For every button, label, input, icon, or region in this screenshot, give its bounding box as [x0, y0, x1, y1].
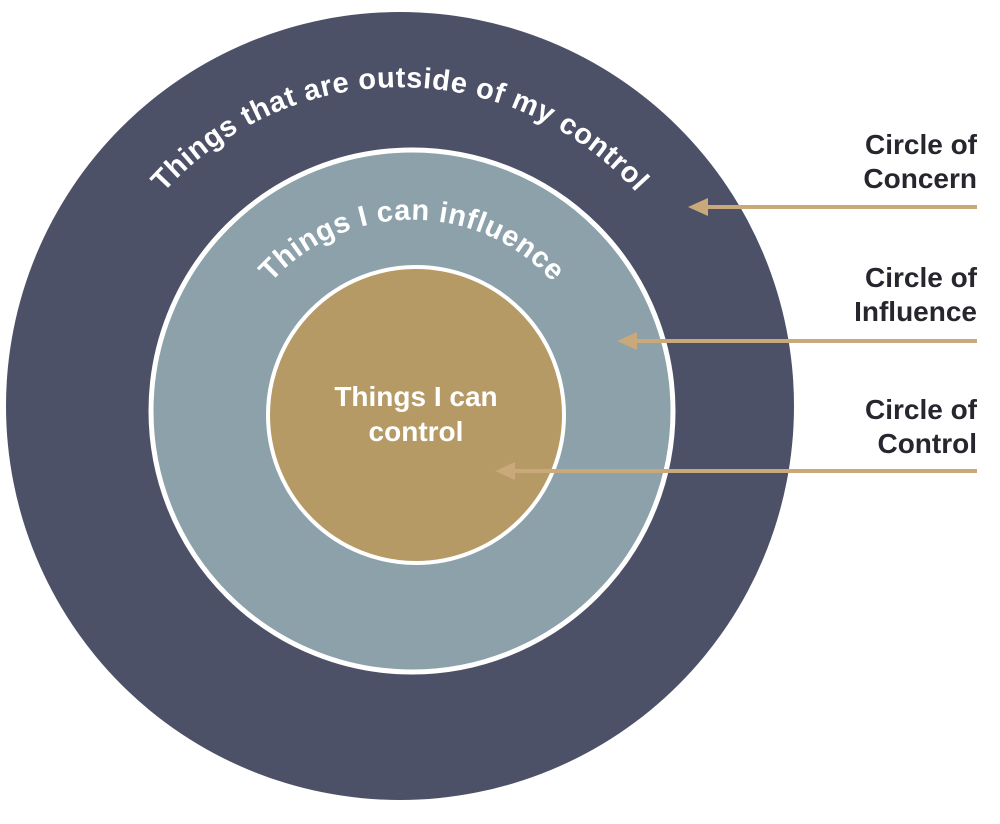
concern-arrowhead-icon [688, 198, 708, 216]
legend-item-circle-of-concern: Circle of Concern [863, 129, 977, 194]
influence-arrowhead-icon [617, 332, 637, 350]
concern-arrow [688, 198, 977, 216]
legend-item-circle-of-control: Circle of Control [864, 394, 977, 459]
legend-item-circle-of-influence: Circle of Influence [854, 262, 977, 327]
influence-arrow [617, 332, 977, 350]
circle-of-control-shape [266, 265, 566, 565]
control-arrowhead-icon [495, 462, 515, 480]
inner-circle-label: Things I can control [334, 381, 498, 447]
control-arrow [495, 462, 977, 480]
